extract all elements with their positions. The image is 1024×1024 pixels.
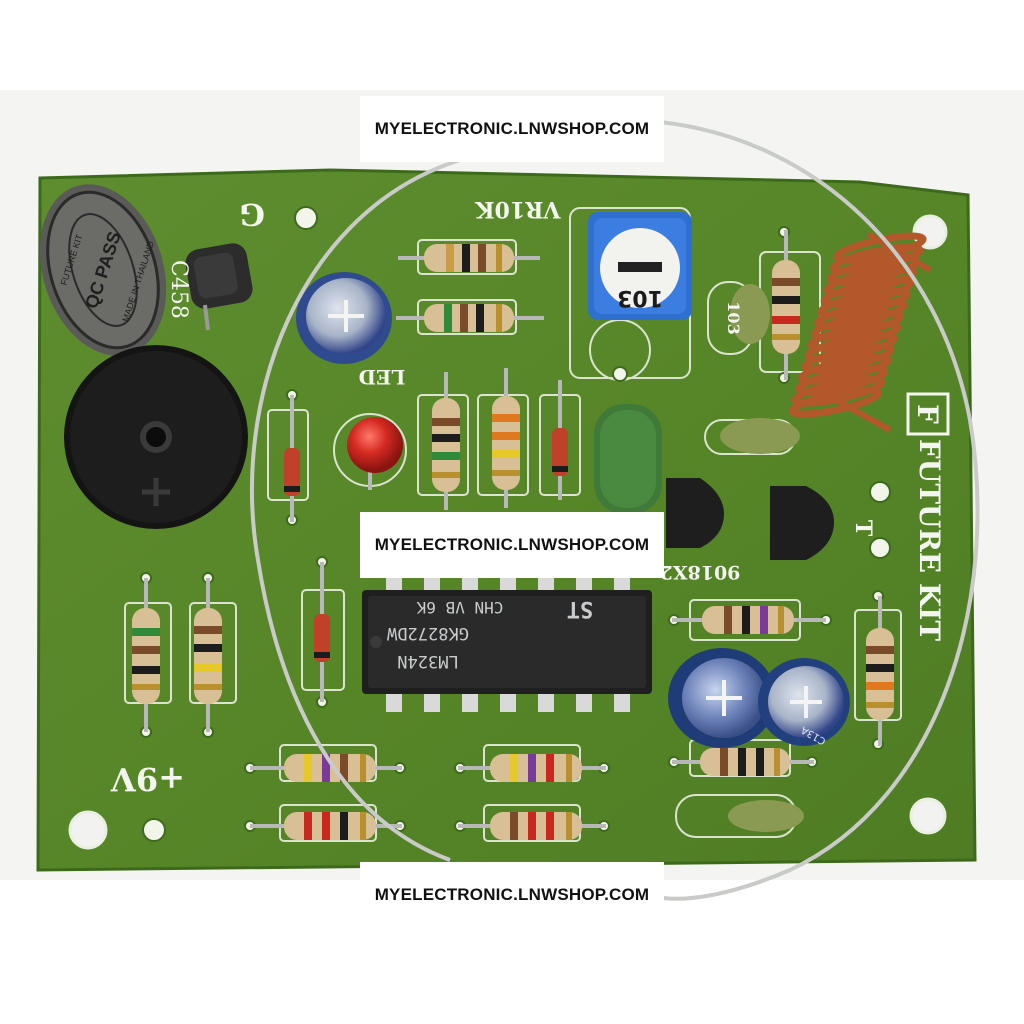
coil-turn: [814, 298, 908, 330]
watermark-text-top: MYELECTRONIC.LNWSHOP.COM: [374, 119, 650, 138]
trimmer-label: VR10K: [475, 196, 562, 222]
ground-label: G: [239, 196, 265, 231]
coil-turn: [811, 309, 905, 341]
ic-logo: ST: [567, 596, 594, 621]
transistors-9018: [666, 478, 834, 560]
coil-turn: [791, 375, 885, 407]
coil-turn: [830, 243, 924, 275]
led-label: LED: [359, 365, 406, 389]
ic-pin: [424, 690, 440, 712]
coil-turn: [795, 364, 889, 396]
coil-turn: [801, 342, 895, 374]
brand-logo-mark: F: [911, 404, 944, 424]
ic-pin: [386, 690, 402, 712]
ic-pin: [462, 690, 478, 712]
ic-pin: [500, 690, 516, 712]
coil-turn: [823, 265, 917, 297]
watermark-banner-top: MYELECTRONIC.LNWSHOP.COM: [360, 96, 664, 162]
part-code-label: C458: [166, 260, 191, 319]
electrolytic-capacitor-left: [668, 648, 776, 748]
ic-marking-line4: LM324N: [397, 651, 458, 671]
qc-pass-sticker: QC PASS FUTURE KIT MADE IN THAILAND: [39, 184, 167, 356]
power-label: +9V: [110, 760, 185, 798]
piezo-buzzer: [64, 345, 248, 529]
copper-coil-antenna: [788, 231, 932, 433]
coil-turn: [827, 254, 921, 286]
coil-turn: [788, 386, 882, 418]
coil-turn: [807, 320, 901, 352]
trimmer-code: 103: [617, 285, 663, 310]
watermark-banner-middle: MYELECTRONIC.LNWSHOP.COM: [360, 512, 664, 578]
red-led: [347, 417, 403, 490]
trimmer-potentiometer: 103: [588, 212, 692, 320]
resistors: [132, 230, 894, 840]
coil-turn: [804, 331, 898, 363]
coil-turn: [820, 276, 914, 308]
coil-turn: [798, 353, 892, 385]
ceramic-cap-code: 103: [724, 301, 743, 334]
brand-name: FUTURE KIT: [913, 439, 946, 641]
electrolytic-capacitor-top: [296, 272, 392, 364]
electrolytic-capacitor-right: C13A: [758, 658, 850, 746]
coil-turn: [817, 287, 911, 319]
ic-pin: [538, 690, 554, 712]
ic-pin: [614, 690, 630, 712]
watermark-banner-bottom: MYELECTRONIC.LNWSHOP.COM: [360, 862, 664, 928]
ic-marking-line2: CHN VB 6K: [416, 598, 503, 617]
ic-pin: [576, 690, 592, 712]
ic-lm324: ST CHN VB 6K GK8272DW LM324N: [362, 578, 652, 712]
coil-turn: [833, 232, 927, 264]
ic-marking-line3: GK8272DW: [386, 623, 469, 643]
transistor-label: 9018X2: [660, 561, 741, 583]
watermark-text-bottom: MYELECTRONIC.LNWSHOP.COM: [374, 885, 650, 904]
ceramic-capacitors: [720, 284, 804, 832]
transistor-c458: [185, 243, 253, 331]
watermark-text-middle: MYELECTRONIC.LNWSHOP.COM: [374, 535, 650, 554]
future-kit-logo: F FUTURE KIT: [906, 392, 950, 641]
test-point-label: T: [850, 520, 876, 537]
film-capacitor: [594, 404, 662, 514]
diodes: [284, 380, 568, 702]
